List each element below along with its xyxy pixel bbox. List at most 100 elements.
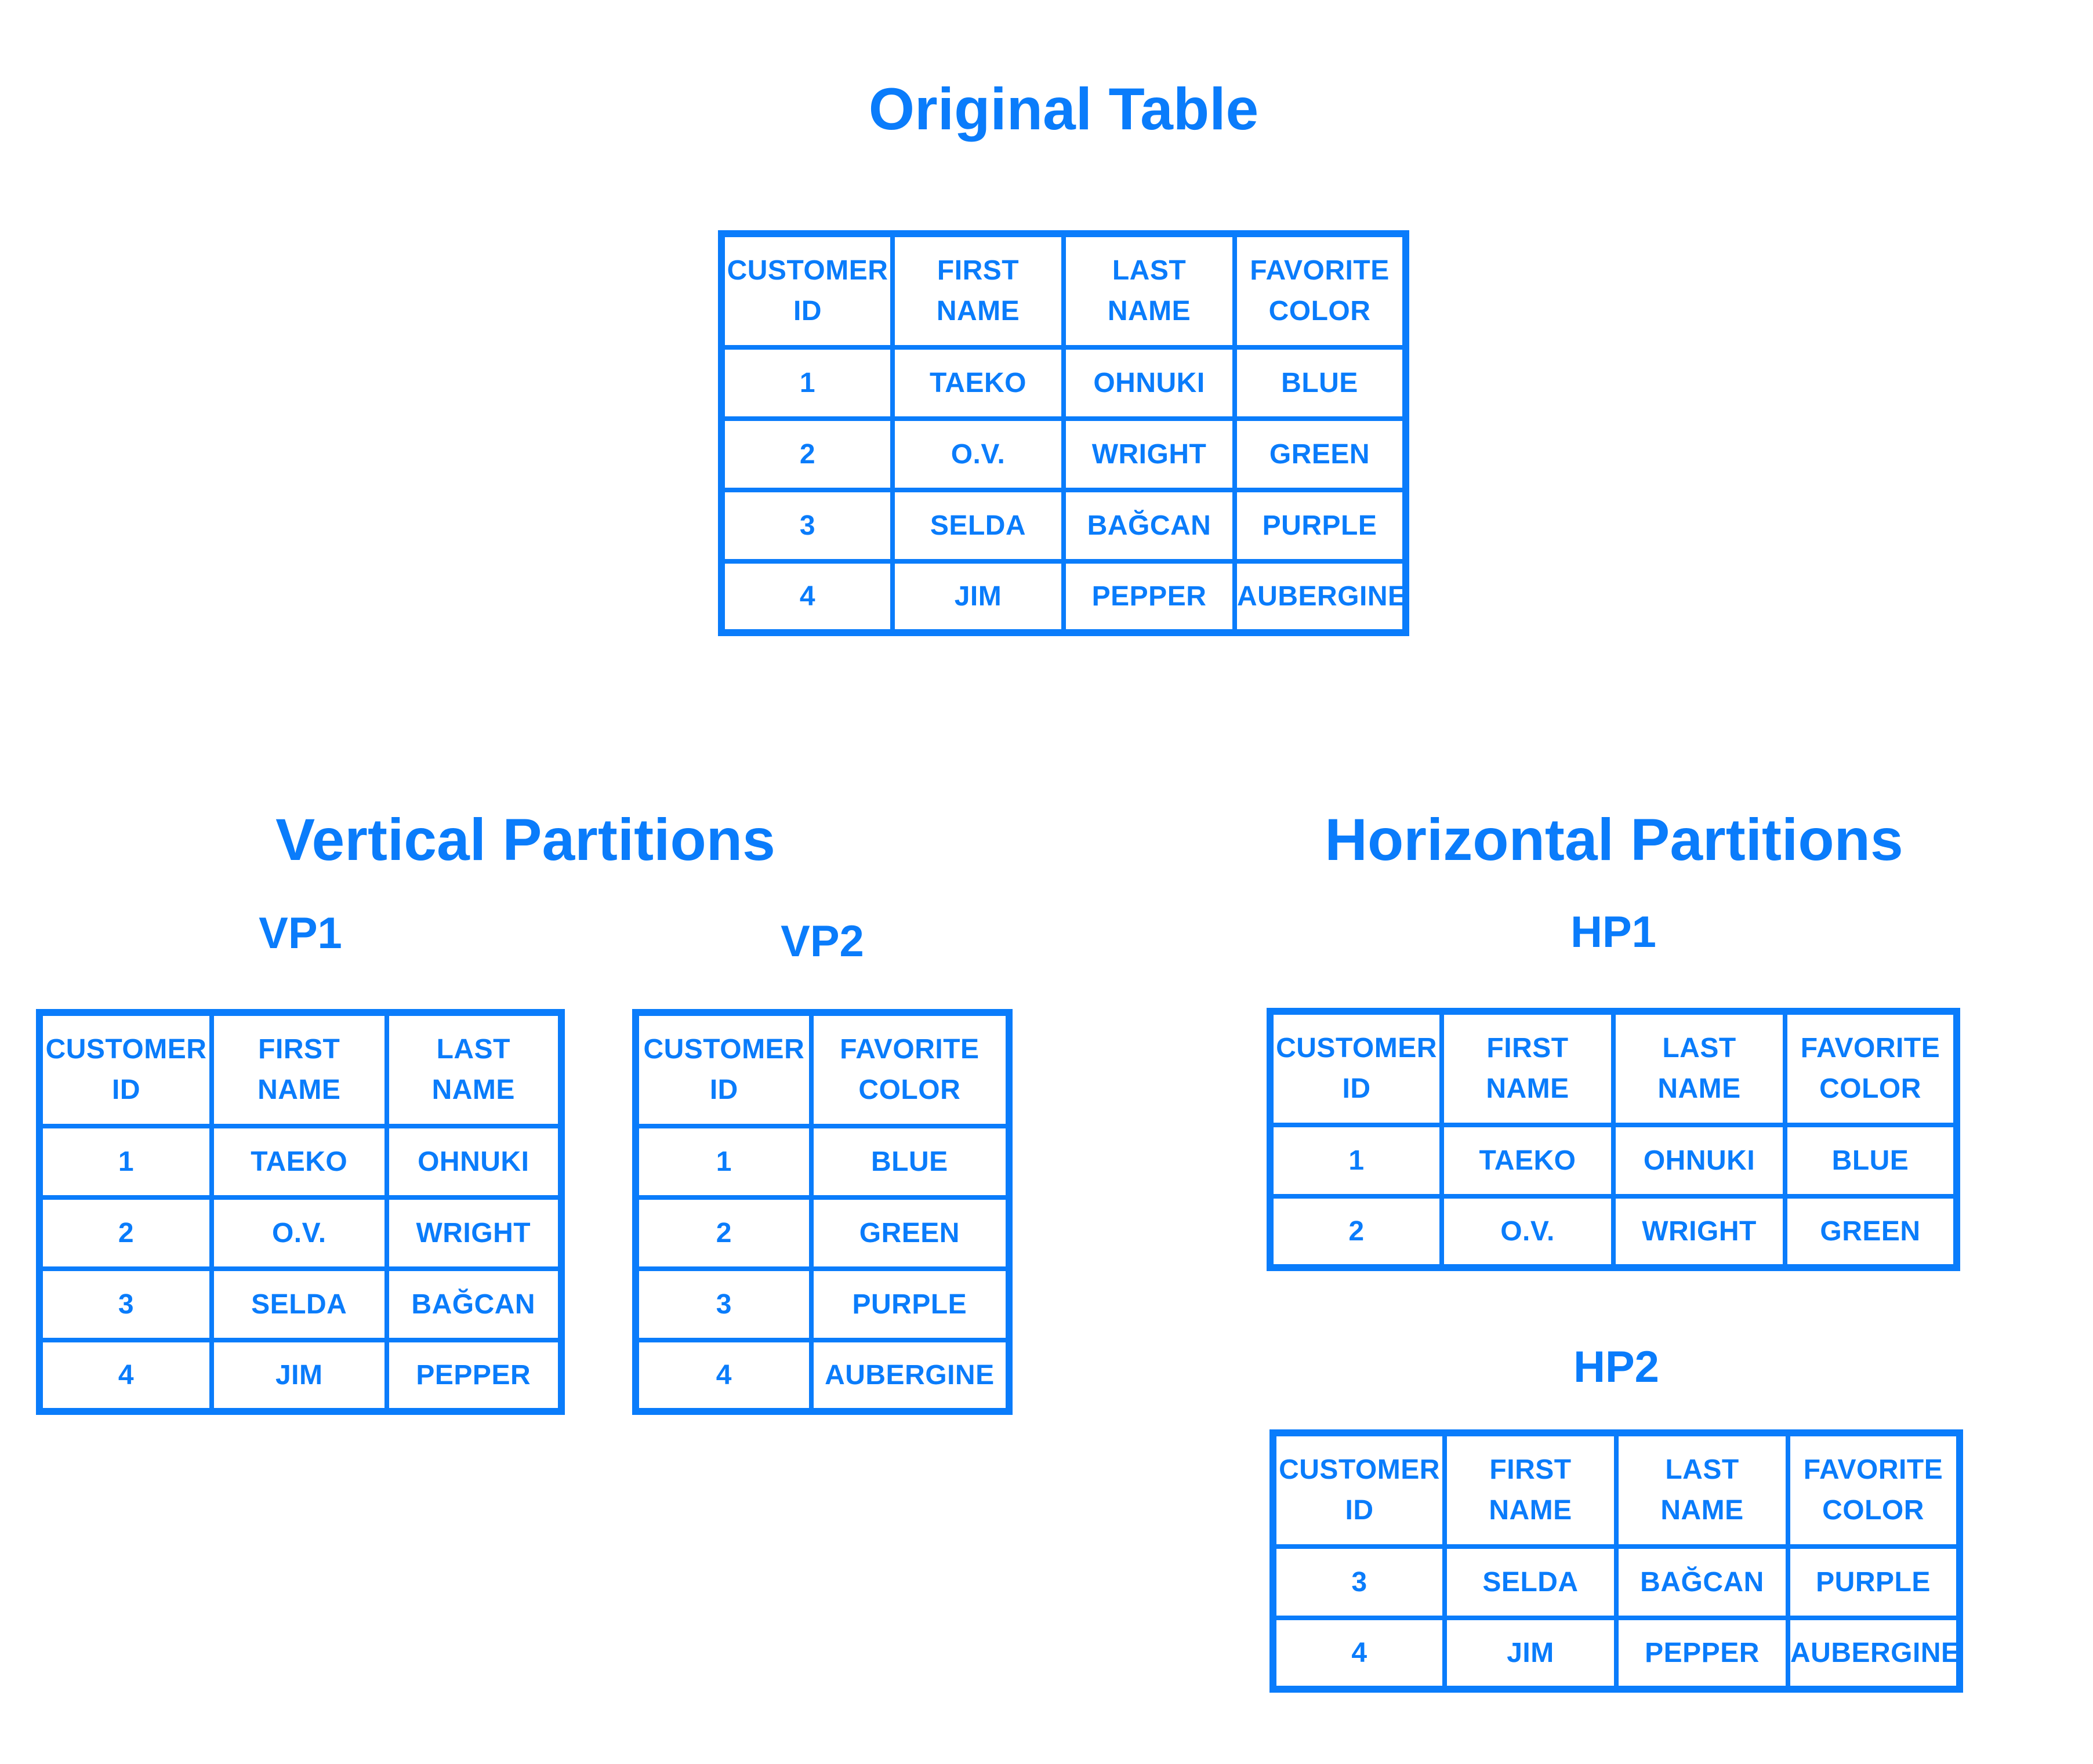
data-cell: 1 [633, 1124, 814, 1200]
data-cell: 4 [1271, 1616, 1447, 1692]
data-cell: SELDA [209, 1266, 389, 1342]
horizontal-partitions-title: Horizontal Partitions [1325, 807, 1903, 873]
data-cell: 1 [719, 345, 895, 421]
data-cell: JIM [1442, 1616, 1619, 1692]
data-cell: 2 [37, 1195, 214, 1271]
hp2-label: HP2 [1573, 1342, 1659, 1392]
data-cell: SELDA [890, 488, 1066, 564]
data-cell: OHNUKI [384, 1124, 564, 1200]
data-cell: 1 [1268, 1123, 1444, 1199]
data-cell: GREEN [1232, 416, 1408, 492]
table-row: 4 JIM PEPPER [37, 1338, 564, 1414]
data-cell: 3 [719, 488, 895, 564]
data-cell: BLUE [1232, 345, 1408, 421]
data-cell: WRIGHT [384, 1195, 564, 1271]
table-row: 1 TAEKO OHNUKI [37, 1124, 564, 1200]
data-cell: 4 [719, 559, 895, 635]
data-cell: TAEKO [1439, 1123, 1616, 1199]
data-cell: BLUE [808, 1124, 1012, 1200]
data-cell: WRIGHT [1611, 1194, 1787, 1270]
table-row: 3 SELDA BAĞCAN PURPLE [1271, 1544, 1962, 1620]
data-cell: 2 [1268, 1194, 1444, 1270]
table-row: 2 O.V. WRIGHT [37, 1195, 564, 1271]
table-row: 3 PURPLE [633, 1266, 1012, 1342]
table-row: 4 AUBERGINE [633, 1338, 1012, 1414]
data-cell: PEPPER [384, 1338, 564, 1414]
table-row: 1 TAEKO OHNUKI BLUE [719, 345, 1408, 421]
data-cell: 4 [633, 1338, 814, 1414]
data-cell: JIM [209, 1338, 389, 1414]
data-cell: BLUE [1783, 1123, 1959, 1199]
data-cell: 3 [633, 1266, 814, 1342]
data-cell: PURPLE [1786, 1544, 1962, 1620]
table-row: 3 SELDA BAĞCAN PURPLE [719, 488, 1408, 564]
data-cell: PURPLE [808, 1266, 1012, 1342]
vp2-label: VP2 [781, 917, 864, 966]
table-row: 3 SELDA BAĞCAN [37, 1266, 564, 1342]
table-row: 1 TAEKO OHNUKI BLUE [1268, 1123, 1959, 1199]
data-cell: JIM [890, 559, 1066, 635]
table-row: 4 JIM PEPPER AUBERGINE [1271, 1616, 1962, 1692]
data-cell: GREEN [808, 1195, 1012, 1271]
data-cell: BAĞCAN [1614, 1544, 1790, 1620]
data-cell: BAĞCAN [1061, 488, 1237, 564]
data-cell: PEPPER [1614, 1616, 1790, 1692]
data-cell: PEPPER [1061, 559, 1237, 635]
table-row: 4 JIM PEPPER AUBERGINE [719, 559, 1408, 635]
data-cell: GREEN [1783, 1194, 1959, 1270]
data-cell: TAEKO [890, 345, 1066, 421]
data-cell: PURPLE [1232, 488, 1408, 564]
data-cell: 2 [633, 1195, 814, 1271]
data-cell: AUBERGINE [1232, 559, 1408, 635]
table-row: 2 O.V. WRIGHT GREEN [719, 416, 1408, 492]
data-cell: O.V. [890, 416, 1066, 492]
data-cell: AUBERGINE [808, 1338, 1012, 1414]
hp1-label: HP1 [1570, 908, 1656, 957]
data-cell: 1 [37, 1124, 214, 1200]
data-cell: 3 [37, 1266, 214, 1342]
data-cell: SELDA [1442, 1544, 1619, 1620]
table-row: 2 GREEN [633, 1195, 1012, 1271]
data-cell: O.V. [1439, 1194, 1616, 1270]
data-cell: O.V. [209, 1195, 389, 1271]
table-row: 2 O.V. WRIGHT GREEN [1268, 1194, 1959, 1270]
data-cell: OHNUKI [1611, 1123, 1787, 1199]
data-cell: TAEKO [209, 1124, 389, 1200]
data-cell: 3 [1271, 1544, 1447, 1620]
vertical-partitions-title: Vertical Partitions [275, 807, 775, 873]
table-row: 1 BLUE [633, 1124, 1012, 1200]
data-cell: 4 [37, 1338, 214, 1414]
data-cell: 2 [719, 416, 895, 492]
vp1-label: VP1 [259, 909, 342, 958]
data-cell: OHNUKI [1061, 345, 1237, 421]
data-cell: BAĞCAN [384, 1266, 564, 1342]
